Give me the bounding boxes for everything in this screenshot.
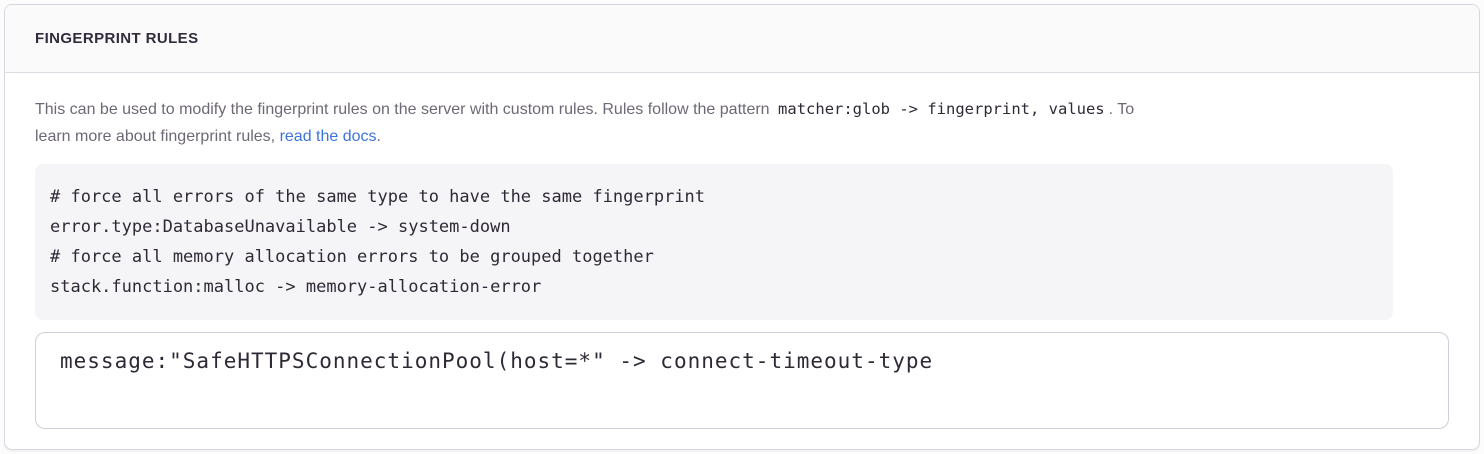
pattern-inline-code: matcher:glob -> fingerprint, values [778, 100, 1105, 118]
code-line: # force all memory allocation errors to … [50, 247, 654, 267]
panel-header: FINGERPRINT RULES [5, 5, 1479, 73]
description-text-before-code: This can be used to modify the fingerpri… [35, 101, 775, 118]
code-line: error.type:DatabaseUnavailable -> system… [50, 217, 511, 237]
panel-body: This can be used to modify the fingerpri… [5, 73, 1479, 449]
example-code-block: # force all errors of the same type to h… [35, 164, 1393, 320]
code-line: stack.function:malloc -> memory-allocati… [50, 277, 542, 297]
description-text-after-link: . [376, 128, 381, 145]
panel-title: FINGERPRINT RULES [35, 30, 199, 47]
description: This can be used to modify the fingerpri… [35, 96, 1449, 150]
code-line: # force all errors of the same type to h… [50, 187, 706, 207]
description-text-after-code: . To [1108, 101, 1135, 118]
read-the-docs-link[interactable]: read the docs [279, 128, 377, 145]
fingerprint-rules-textarea[interactable]: message:"SafeHTTPSConnectionPool(host=*"… [35, 332, 1449, 429]
description-text-line2: learn more about fingerprint rules, [35, 128, 280, 145]
fingerprint-rules-panel: FINGERPRINT RULES This can be used to mo… [4, 4, 1480, 450]
